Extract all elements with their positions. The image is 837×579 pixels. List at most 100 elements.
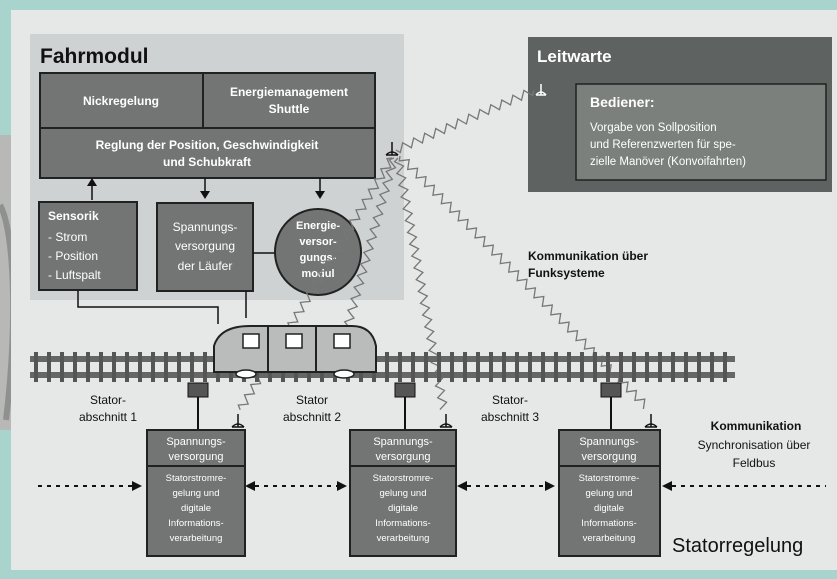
rail-tie [567,352,571,382]
stator-1-control-5: verarbeitung [170,533,223,544]
rail-tie [489,352,493,382]
rail-tie [645,352,649,382]
stator-3-clamp [600,382,622,398]
energieversorgungsmodul-circle [274,208,362,296]
energie-label-1: Energie- [296,220,340,232]
rail-tie [476,352,480,382]
rail-tie [411,352,415,382]
leitwarte-antenna-icon [535,84,547,96]
energie-arrowhead [315,191,325,199]
stator-1-control-4: Informations- [168,518,223,529]
rail-tie [398,352,402,382]
stator-1-box [146,429,246,557]
kommunikation-text-1: Synchronisation über [698,438,811,452]
train-wheel-2 [333,369,355,379]
stator-2-supply-1: Spannungs- [373,436,433,448]
funk-label-2: Funksysteme [528,266,605,280]
stator-2-box [349,429,457,557]
fahrmodul-group: Fahrmodul Nickregelung Energiemanagement… [30,34,404,324]
train-wheel-1 [235,369,257,379]
energie-label-2: versor- [299,236,337,248]
stator-2-control-5: verarbeitung [377,533,430,544]
rail-tie [125,352,129,382]
energie-label-4: modul [302,268,335,280]
spannungsversorgung-label-3: der Läufer [178,259,233,273]
rail-tie [593,352,597,382]
sensorik-item-strom: - Strom [48,230,87,244]
stator-unit-3: Spannungs- versorgung Statorstromre- gel… [558,382,661,557]
radio-link-stator-3 [398,155,646,410]
rail-tie [112,352,116,382]
feldbus-arrowhead-2 [245,481,255,491]
train-window-3 [333,333,351,349]
stator-3-supply-1: Spannungs- [579,436,639,448]
lower-rail [30,372,735,378]
leitwarte-group: Leitwarte Bediener: Vorgabe von Sollposi… [528,37,832,192]
stator-2-label-1: Stator [296,393,328,407]
spannungsversorgung-laeufer-box [156,202,254,292]
shuttle-train [213,325,377,379]
rail-tie [463,352,467,382]
rail-tie [671,352,675,382]
leitwarte-title: Leitwarte [537,47,612,66]
energie-label-3: gungs- [300,252,337,264]
stator-3-supply-2: versorgung [581,451,636,463]
energiemanagement-label-1: Energiemanagement [230,85,348,99]
feldbus-arrowhead-5 [545,481,555,491]
rail-tie [541,352,545,382]
fahrmodul-antenna-icon [385,142,399,156]
rail-tie [697,352,701,382]
bediener-box [575,83,827,181]
rail-tie [203,352,207,382]
feldbus-arrowhead-6 [662,481,672,491]
sensorik-box [38,201,138,291]
stator-3-control-3: digitale [594,503,624,514]
stator-2-control-1: Statorstromre- [373,473,434,484]
rail-tie [47,352,51,382]
kommunikation-title: Kommunikation [711,419,802,433]
stator-1-label-2: abschnitt 1 [79,410,137,424]
fahrmodul-title: Fahrmodul [40,45,149,68]
bediener-text-1: Vorgabe von Sollposition [590,122,717,134]
rail-tie [528,352,532,382]
rail-tie [73,352,77,382]
rail-tie [437,352,441,382]
rail-tie [723,352,727,382]
bediener-text-3: zielle Manöver (Konvoifahrten) [590,156,746,168]
rail-tie [658,352,662,382]
train-window-2 [285,333,303,349]
regelung-label-1: Reglung der Position, Geschwindigkeit [96,138,319,152]
rail-tie [151,352,155,382]
stator-1-control-1: Statorstromre- [166,473,227,484]
stator-3-box [558,429,661,557]
stator-2-supply-2: versorgung [375,451,430,463]
stator-3-label-1: Stator- [492,393,528,407]
rail-tie [515,352,519,382]
stator-2-antenna-icon [439,414,453,428]
stator-unit-1: Spannungs- versorgung Statorstromre- gel… [146,382,246,557]
regelung-label-2: und Schubkraft [163,155,251,169]
rail-tie [385,352,389,382]
stator-1-supply-1: Spannungs- [166,436,226,448]
train-body [213,325,377,373]
bediener-title: Bediener: [590,94,655,110]
stator-1-antenna-icon [231,414,245,428]
radio-link-track [343,157,397,333]
stator-1-control-2: gelung und [172,488,219,499]
stator-3-label-2: abschnitt 3 [481,410,539,424]
sensorik-arrowhead [87,178,97,186]
upper-rail [30,356,735,362]
spannungsversorgung-label-1: Spannungs- [173,220,238,234]
bediener-text-2: und Referenzwerten für spe- [590,139,736,151]
stator-3-control-1: Statorstromre- [579,473,640,484]
stator-1-label-1: Stator- [90,393,126,407]
funk-label-1: Kommunikation über [528,249,648,263]
rail-tie [502,352,506,382]
kommunikation-text-2: Feldbus [733,456,776,470]
stator-2-clamp [394,382,416,398]
rail-tie [34,352,38,382]
rail-tie [190,352,194,382]
rail-tie [580,352,584,382]
stator-unit-2: Spannungs- versorgung Statorstromre- gel… [349,382,457,557]
rail-tie [619,352,623,382]
